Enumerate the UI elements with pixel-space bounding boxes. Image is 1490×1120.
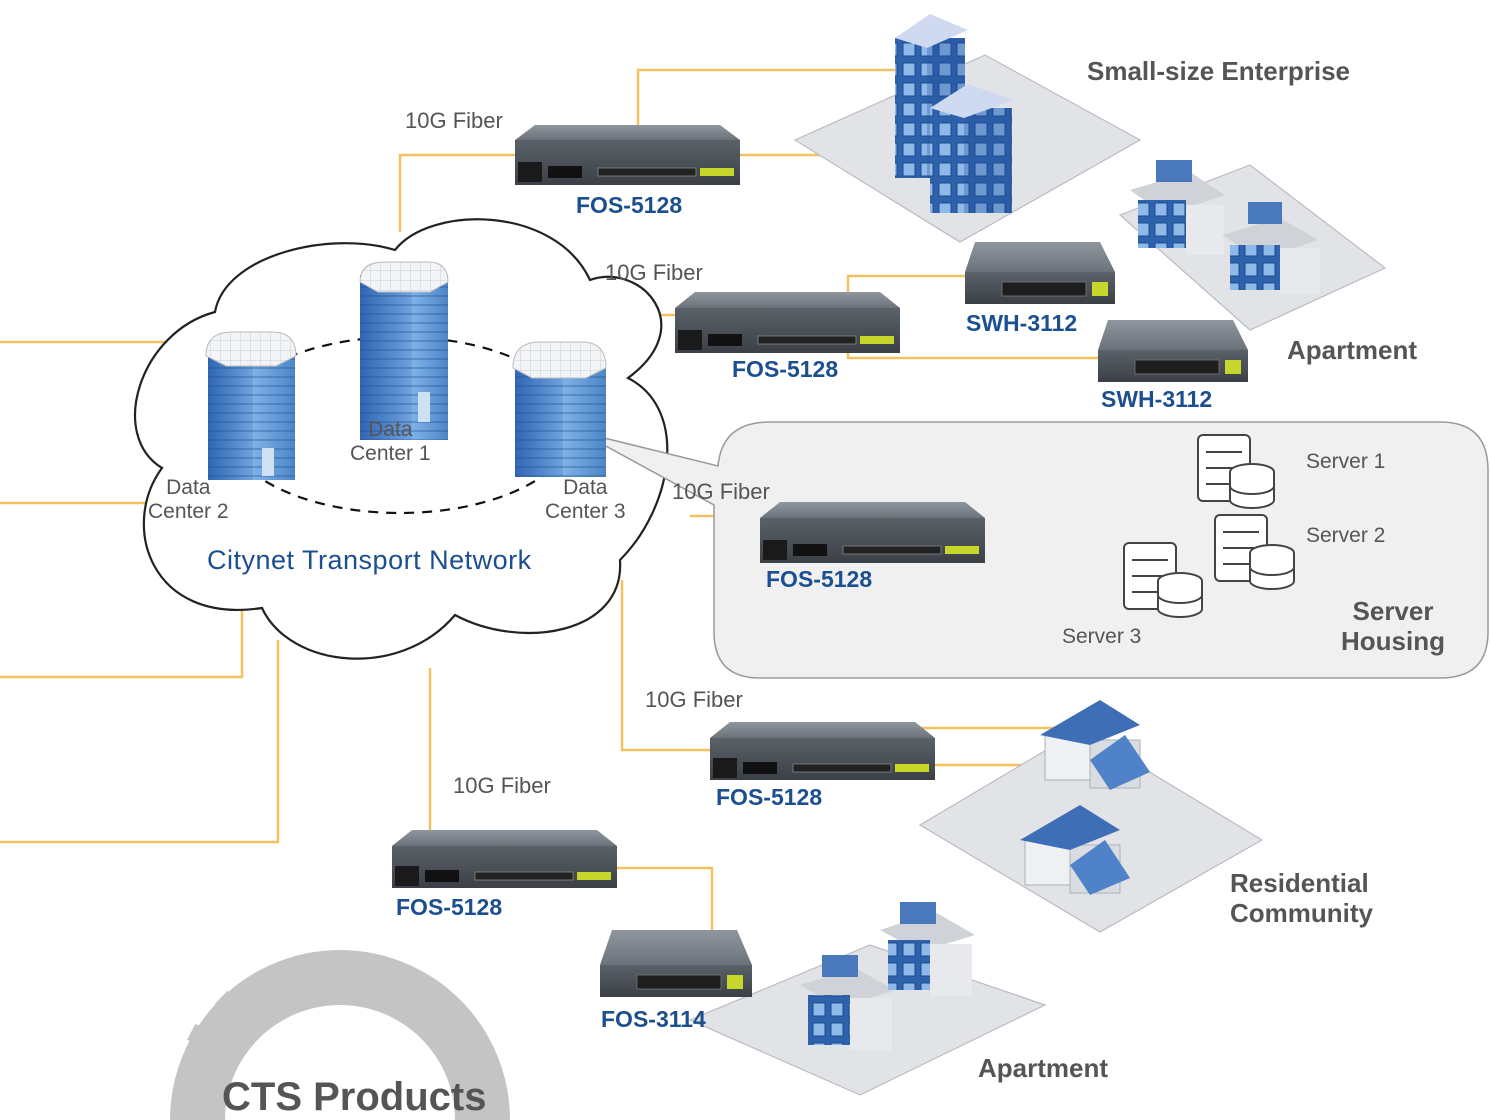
site-label-apartment-bottom: Apartment <box>978 1053 1109 1083</box>
site-label-enterprise: Small-size Enterprise <box>1087 56 1350 86</box>
device-label-fos5128-enterprise: FOS-5128 <box>576 192 683 218</box>
site-label-apartment-top: Apartment <box>1287 335 1418 365</box>
switch-fos5128-bottom <box>392 830 617 888</box>
datacenter-tower-3 <box>512 341 607 477</box>
residential-uplink <box>620 580 718 752</box>
server-label-3: Server 3 <box>1062 625 1142 648</box>
server-icon-1 <box>1197 434 1275 509</box>
device-label-fos5128-server: FOS-5128 <box>766 566 873 592</box>
gear-icon <box>170 950 510 1120</box>
enterprise-uplink <box>398 153 520 232</box>
device-label-fos5128-bottom: FOS-5128 <box>396 894 503 920</box>
apartment-top-building-1 <box>1130 160 1225 255</box>
server-icon-2 <box>1214 514 1295 590</box>
bottom-link-3114 <box>605 866 714 935</box>
datacenter-tower-2 <box>205 331 297 480</box>
fiber-label-residential: 10G Fiber <box>645 687 743 712</box>
device-label-fos5128-apartment: FOS-5128 <box>732 356 839 382</box>
enterprise-link-a <box>636 68 905 135</box>
apartment-bottom-building-2 <box>880 902 975 996</box>
apartment-top-building-2 <box>1222 202 1320 294</box>
fiber-label-apartment-top: 10G Fiber <box>605 260 703 285</box>
device-label-swh3112-2: SWH-3112 <box>1101 386 1213 412</box>
server-label-2: Server 2 <box>1306 524 1386 547</box>
switch-fos5128-residential <box>710 722 935 780</box>
feeder-link-4 <box>0 640 280 844</box>
switch-swh3112-2 <box>1098 320 1248 382</box>
apartment-top-link-a <box>846 274 975 295</box>
datacenter-tower-1 <box>359 261 449 440</box>
network-name: Citynet Transport Network <box>207 545 532 575</box>
enterprise-building-2 <box>930 84 1014 213</box>
datacenter-2-label: Data Center 2 <box>148 476 229 524</box>
device-label-fos5128-residential: FOS-5128 <box>716 784 823 810</box>
switch-fos5128-enterprise <box>515 125 740 185</box>
site-label-server-housing: Server Housing <box>1341 596 1445 656</box>
fiber-label-enterprise: 10G Fiber <box>405 108 503 133</box>
device-label-swh3112-1: SWH-3112 <box>966 310 1078 336</box>
site-label-residential: Residential Community <box>1230 868 1373 928</box>
fiber-label-server-housing: 10G Fiber <box>672 479 770 504</box>
device-label-fos3114: FOS-3114 <box>601 1006 706 1032</box>
residential-house-2 <box>1020 805 1130 895</box>
apartment-bottom-building-1 <box>800 955 895 1050</box>
server-label-1: Server 1 <box>1306 450 1386 473</box>
datacenter-3-label: Data Center 3 <box>545 476 626 524</box>
fiber-label-apartment-bottom: 10G Fiber <box>453 773 551 798</box>
server-icon-3 <box>1123 542 1203 618</box>
switch-fos3114 <box>600 930 752 997</box>
residential-house-1 <box>1040 700 1150 790</box>
feeder-link-3 <box>0 605 244 679</box>
switch-fos5128-server <box>760 502 985 563</box>
datacenter-1-label: Data Center 1 <box>350 418 431 466</box>
switch-swh3112-1 <box>965 242 1115 304</box>
brand-title: CTS Products <box>222 1075 487 1119</box>
switch-fos5128-apartment <box>675 292 900 353</box>
